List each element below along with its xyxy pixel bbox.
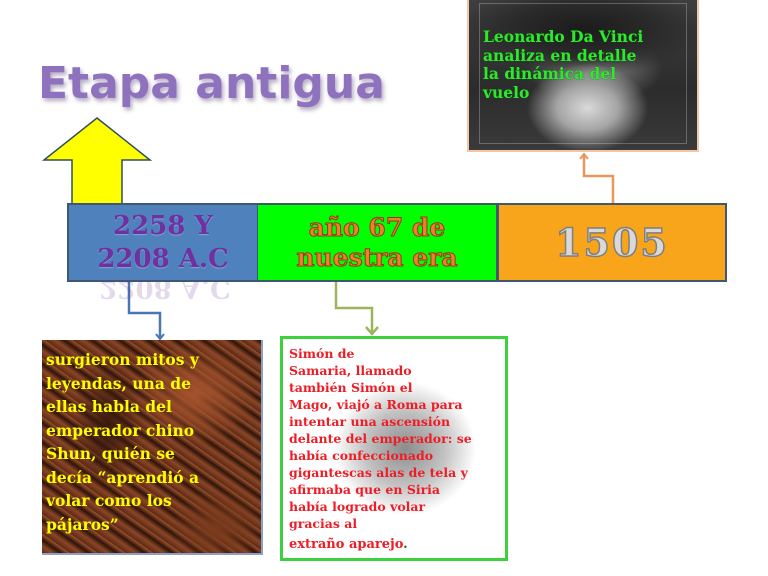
simon-line: Samaria, llamado (289, 363, 412, 378)
davinci-line: la dinámica del (483, 64, 617, 83)
blue-text-reflection: 2208 A.C (99, 281, 231, 303)
simon-line: había logrado volar (289, 499, 426, 514)
timeline-segment-year1505: 1505 (497, 203, 727, 282)
davinci-portrait-card: Leonardo Da Vinci analiza en detalle la … (467, 0, 699, 152)
portrait-image (479, 3, 687, 144)
simon-line: Simón de (289, 346, 355, 361)
davinci-line: analiza en detalle (483, 45, 637, 65)
simon-line: gracias al (289, 516, 358, 531)
simon-line: extraño aparejo (289, 537, 404, 552)
shun-line: ellas habla del (46, 397, 172, 416)
orange-connector (582, 155, 615, 203)
period: . (403, 537, 408, 552)
simon-line: afirmaba que en Siria (289, 482, 441, 497)
shun-card: surgieron mitos y leyendas, una de ellas… (42, 340, 263, 555)
segment-label: 1505 (554, 219, 669, 266)
davinci-caption: Leonardo Da Vinci analiza en detalle la … (483, 27, 693, 102)
simon-line: también Simón el (289, 380, 413, 395)
blue-connector (127, 282, 162, 338)
segment-label: 2208 A.C (97, 243, 229, 274)
timeline-segment-year67: año 67 de nuestra era (258, 203, 498, 282)
shun-line: decía “aprendió a (46, 467, 200, 487)
shun-line: emperador chino (46, 420, 195, 440)
green-connector (334, 282, 374, 333)
simon-line: intentar una ascensión (289, 414, 451, 429)
davinci-line: vuelo (483, 82, 530, 102)
simon-line: Mago, viajó a Roma para (289, 397, 463, 412)
segment-label: 2258 Y (113, 210, 213, 241)
simon-line: había confeccionado (289, 448, 434, 463)
shun-line: leyendas, una de (46, 373, 191, 393)
simon-last-line: extraño aparejo. (289, 536, 507, 553)
segment-label: año 67 de (308, 212, 446, 242)
segment-label: nuestra era (296, 242, 458, 272)
simon-card: Simón de Samaria, llamado también Simón … (280, 336, 508, 561)
shun-text: surgieron mitos y leyendas, una de ellas… (46, 348, 261, 536)
up-arrow-icon (41, 117, 153, 206)
shun-line: Shun, quién se (46, 444, 175, 463)
shun-line: surgieron mitos y (46, 350, 199, 369)
davinci-line: Leonardo Da Vinci (483, 27, 644, 46)
shun-line: volar como los (46, 491, 172, 510)
timeline-segment-ancient: 2258 Y 2208 A.C (67, 203, 259, 282)
simon-line: gigantescas alas de tela y (289, 465, 468, 480)
simon-text: Simón de Samaria, llamado también Simón … (289, 345, 507, 553)
simon-line: delante del emperador: se (289, 431, 472, 446)
page-title: Etapa antigua (38, 58, 385, 109)
shun-line: pájaros” (46, 514, 119, 534)
